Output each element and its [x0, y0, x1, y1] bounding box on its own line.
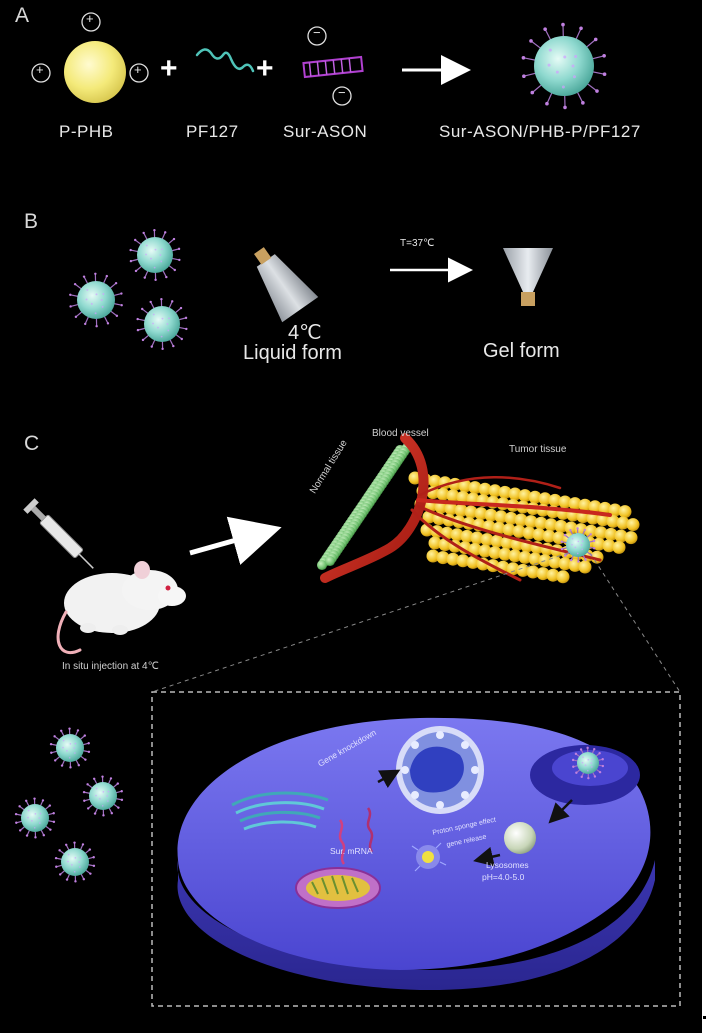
gel-form-vial [503, 248, 553, 306]
nanoparticle-free-1 [50, 727, 90, 768]
panel-c-tissue [317, 438, 640, 583]
label-complex: Sur-ASON/PHB-P/PF127 [439, 122, 641, 142]
arrow-c [190, 530, 272, 553]
liquid-form-label: Liquid form [243, 342, 342, 365]
nanoparticle-free-3 [15, 797, 55, 838]
plus-sign-2: + [256, 52, 274, 86]
lysosome [504, 822, 536, 854]
lysosomes-label: Lysosomes [486, 860, 529, 870]
label-pphb: P-PHB [59, 122, 113, 142]
tumor-tissue-cells [409, 472, 640, 584]
ph-label: pH=4.0-5.0 [482, 872, 524, 882]
nanoparticle-b1 [129, 229, 180, 281]
charge-plus-top-label: + [86, 11, 94, 26]
charge-plus-right-label: + [134, 62, 142, 77]
tumor-tissue-label: Tumor tissue [509, 444, 566, 455]
mitochondrion [296, 868, 380, 908]
zoom-line-left [152, 553, 568, 692]
syringe-icon [23, 498, 99, 574]
arrow-temp-label: T=37℃ [400, 238, 434, 249]
charge-minus-top-label: − [313, 25, 321, 40]
plus-sign-1: + [160, 52, 178, 86]
gel-form-label: Gel form [483, 340, 560, 363]
nanoparticle-free-4 [55, 841, 95, 882]
label-sur-ason: Sur-ASON [283, 122, 367, 142]
sur-ason-strand [303, 57, 362, 77]
free-nanoparticles [15, 727, 123, 882]
nanoparticle-b3 [136, 298, 187, 350]
blood-vessel-label: Blood vessel [372, 428, 429, 439]
panel-label-a: A [15, 4, 29, 28]
mouse-icon [58, 561, 186, 653]
nanoparticle-b2 [69, 273, 123, 328]
edge-dot [703, 1016, 706, 1019]
charge-plus-left-label: + [36, 62, 44, 77]
sur-mrna-label: Sur. mRNA [330, 846, 373, 856]
pphb-core-sphere [64, 41, 126, 103]
complex-nanoparticle [522, 23, 607, 109]
pf127-polymer-chain [197, 49, 253, 71]
zoom-line-right [590, 553, 680, 692]
panel-label-c: C [24, 432, 39, 456]
label-pf127: PF127 [186, 122, 239, 142]
injection-label: In situ injection at 4℃ [62, 661, 159, 672]
liquid-form-vial [241, 238, 318, 322]
panel-label-b: B [24, 210, 38, 234]
charge-minus-bottom-label: − [338, 85, 346, 100]
nanoparticle-free-2 [83, 775, 123, 816]
nucleus [396, 726, 484, 814]
